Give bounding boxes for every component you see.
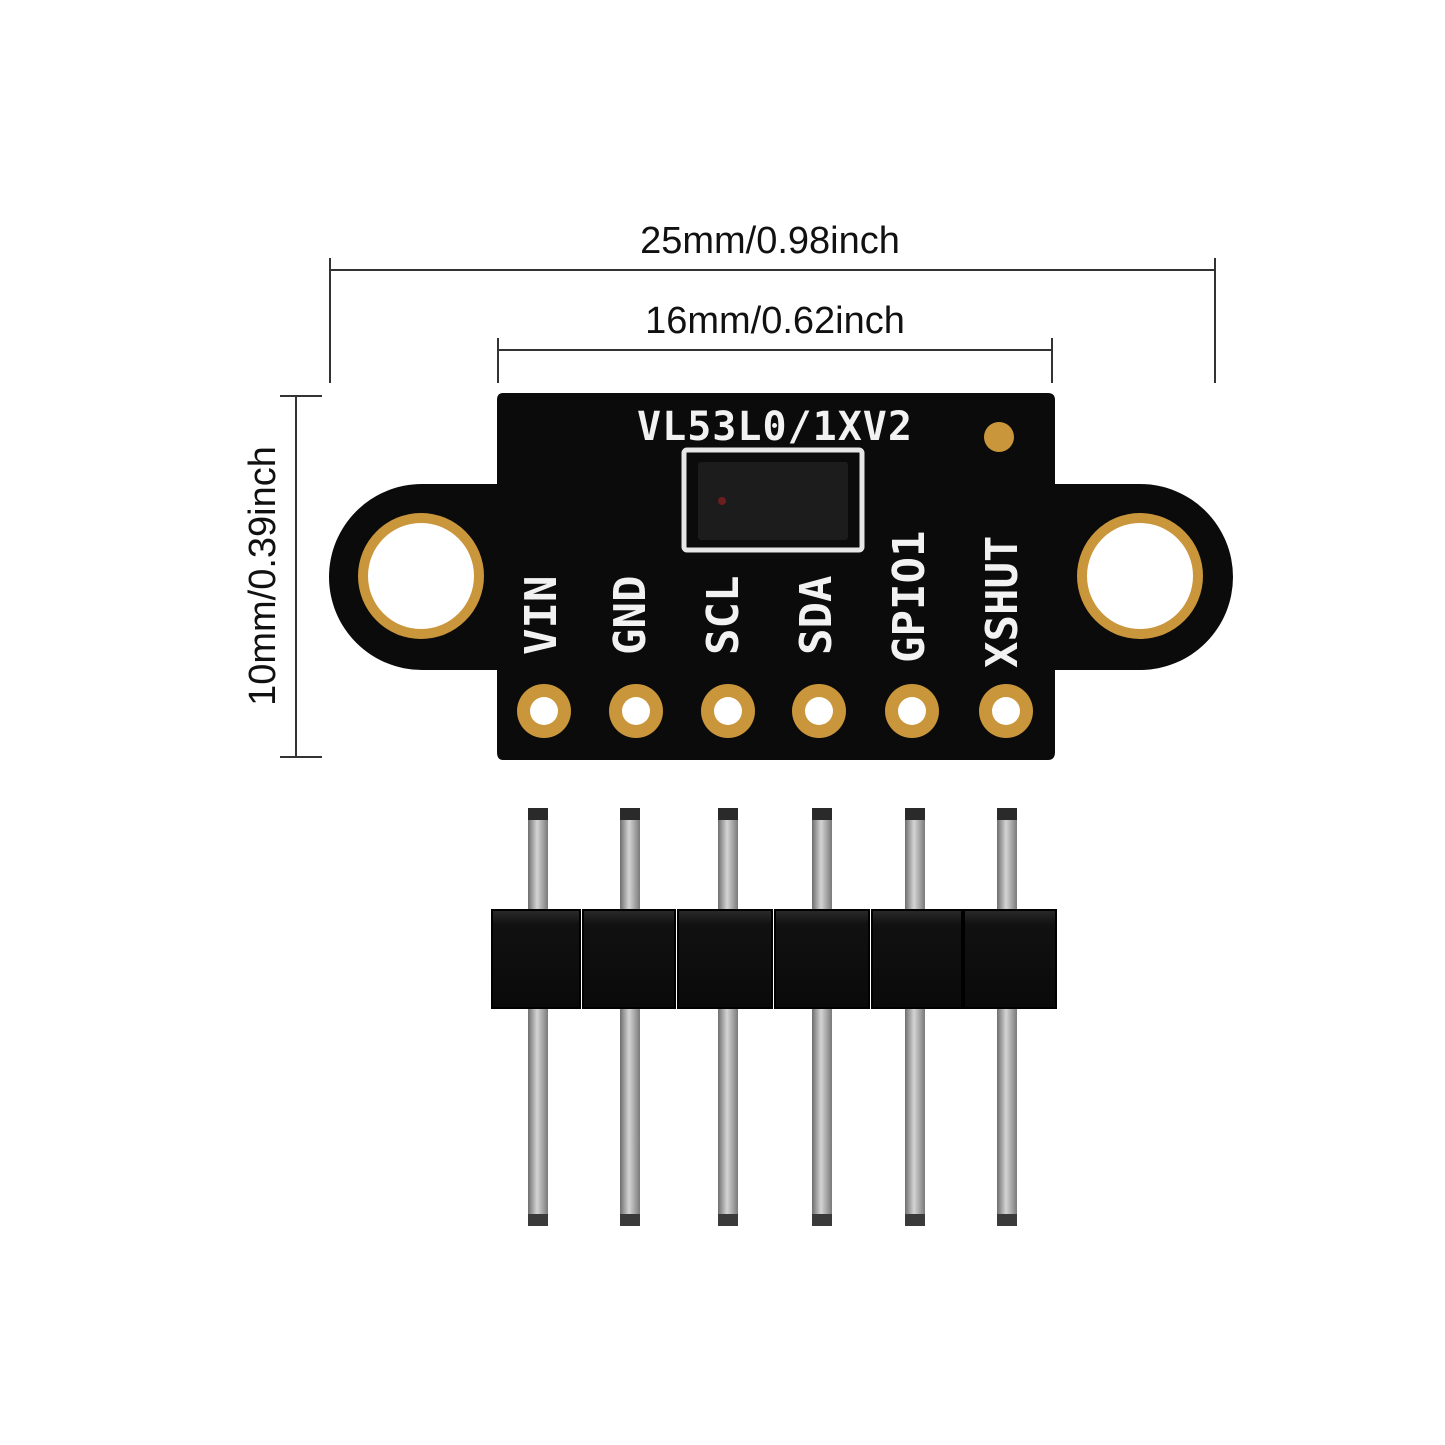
mounting-hole-left [358,513,484,639]
header-block [582,909,676,1009]
board-model-label: VL53L0/1XV2 [637,404,913,450]
header-pin [812,808,832,1226]
pin-label: SDA [791,576,842,655]
pin-label: XSHUT [977,536,1028,668]
header-block [491,909,581,1009]
solder-pad [885,684,939,738]
gold-via-dot [984,422,1014,452]
solder-pads [517,684,1033,738]
header-blocks [491,909,1057,1009]
header-block [677,909,773,1009]
pin-label: VIN [516,576,567,655]
pin-labels: VIN GND SCL SDA GPIO1 XSHUT [516,531,1028,668]
sensor-chip [681,447,865,553]
height-dimension-line [280,395,322,758]
header-pin [528,808,548,1226]
header-block [774,909,870,1009]
width-dimension-label: 25mm/0.98inch [640,220,900,262]
solder-pad [979,684,1033,738]
mounting-hole-right [1077,513,1203,639]
solder-pad [701,684,755,738]
pcb-board [329,393,1233,760]
pin-label: SCL [698,576,749,655]
solder-pad [609,684,663,738]
solder-pad [792,684,846,738]
pin-label: GPIO1 [884,531,935,663]
header-pins [528,808,1017,1226]
header-block [963,909,1057,1009]
header-pin [905,808,925,1226]
header-pin [718,808,738,1226]
header-pin [997,808,1017,1226]
width-dimension-line [329,258,1216,383]
solder-pad [517,684,571,738]
pin-span-dimension-line [497,338,1053,383]
header-block [871,909,963,1009]
header-pin [620,808,640,1226]
pin-label: GND [605,576,656,655]
pin-span-dimension-label: 16mm/0.62inch [645,300,905,342]
